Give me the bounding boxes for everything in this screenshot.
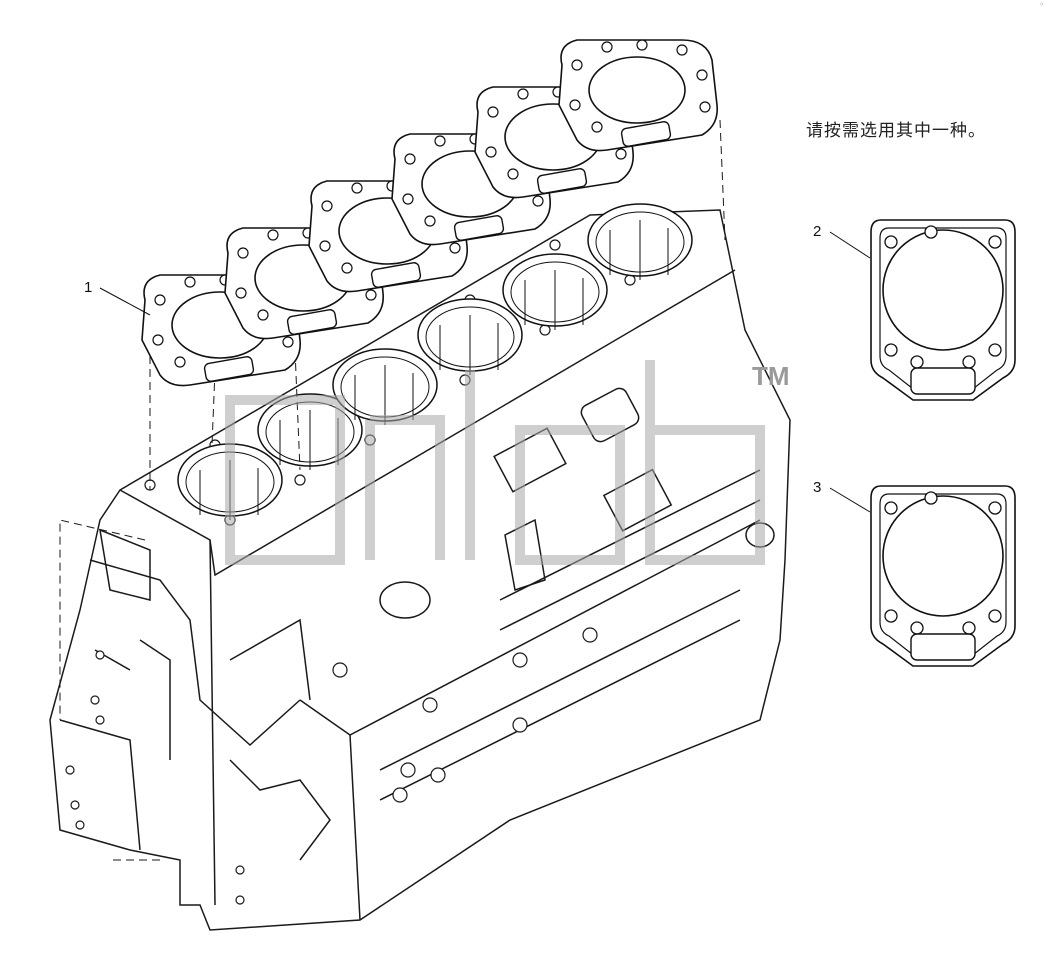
selection-note: 请按需选用其中一种。	[806, 121, 986, 141]
callout-3: 3	[813, 479, 821, 496]
callout-2: 2	[813, 223, 821, 240]
watermark-logo	[225, 360, 765, 565]
corner-mark: ◦	[1039, 0, 1044, 9]
watermark-trademark: TM	[752, 361, 790, 391]
callout-1: 1	[84, 279, 92, 296]
gasket-option-2	[870, 219, 1016, 401]
gasket-option-3	[870, 485, 1016, 667]
engine-block	[49, 209, 791, 931]
callout-leaders	[99, 231, 871, 513]
